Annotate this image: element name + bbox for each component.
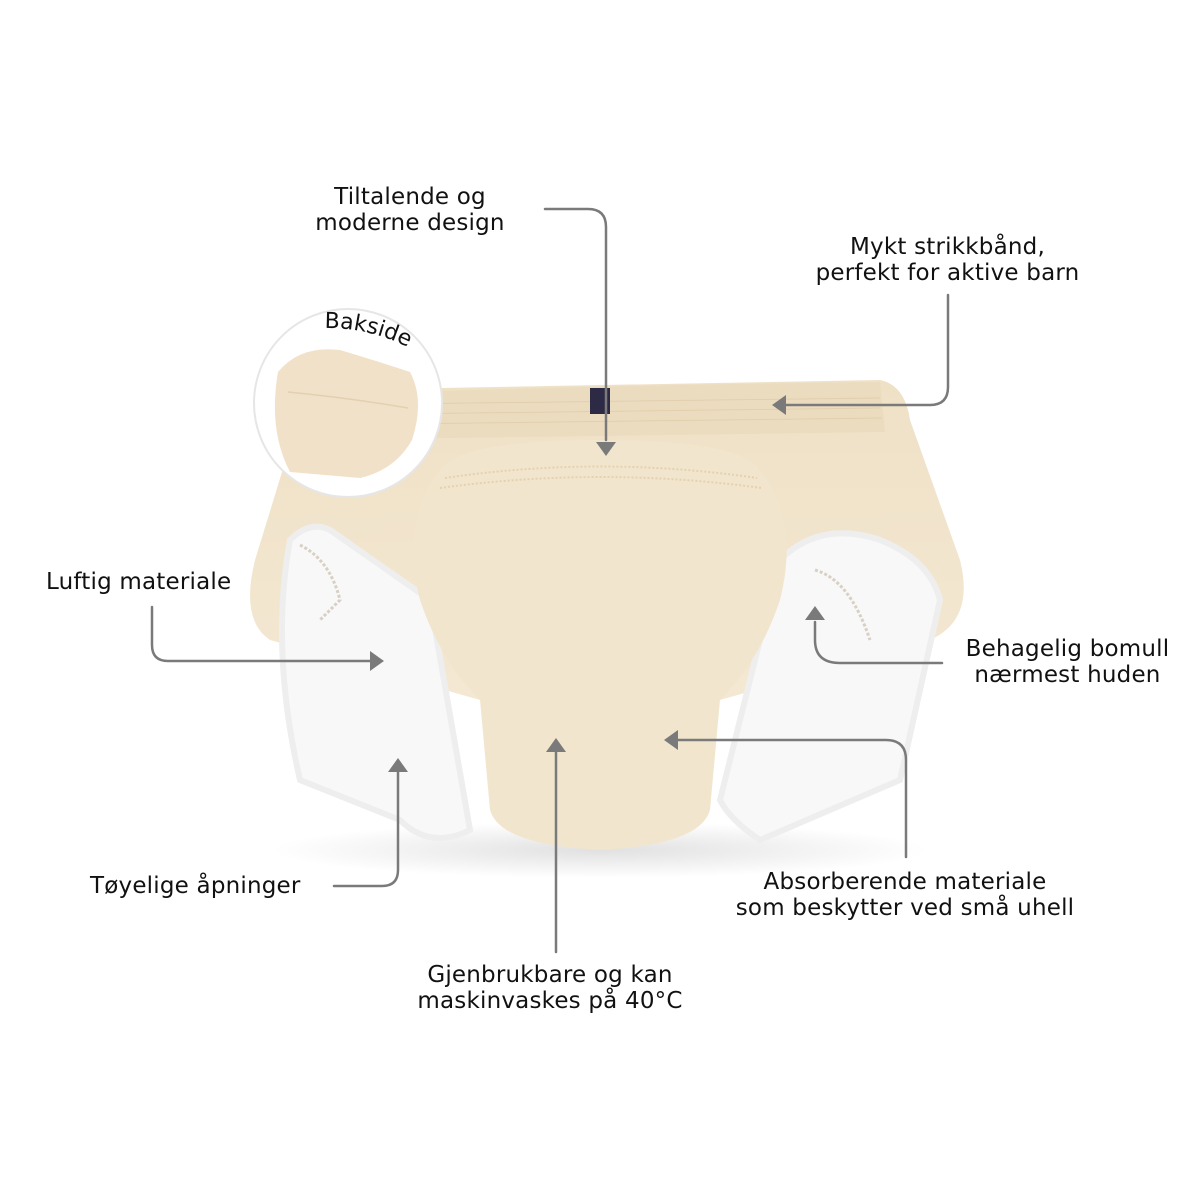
arrowheads bbox=[370, 395, 825, 772]
callout-line: Gjenbrukbare og kan bbox=[427, 962, 673, 988]
callout-absorbent: Absorberende materiale som beskytter ved… bbox=[705, 869, 1105, 921]
callout-stretch: Tøyelige åpninger bbox=[90, 873, 301, 899]
stretch-leader-line bbox=[332, 770, 400, 888]
airy-leader-line bbox=[150, 605, 372, 663]
arrow-up-icon bbox=[388, 758, 408, 772]
bakside-inset: Bakside bbox=[253, 308, 443, 498]
cotton-leader-line bbox=[813, 620, 944, 665]
arrow-right-icon bbox=[370, 651, 384, 671]
callout-line: Luftig materiale bbox=[46, 569, 232, 595]
callout-line: Behagelig bomull bbox=[965, 636, 1170, 662]
absorbent-panel bbox=[413, 440, 787, 850]
callout-line: moderne design bbox=[315, 210, 505, 236]
callout-line: nærmest huden bbox=[974, 662, 1161, 688]
leader-lines bbox=[150, 207, 950, 954]
design-leader-line bbox=[543, 207, 608, 442]
callout-line: perfekt for aktive barn bbox=[815, 260, 1080, 286]
arrow-down-icon bbox=[596, 442, 616, 456]
callout-line: som beskytter ved små uhell bbox=[735, 895, 1075, 921]
callout-reusable: Gjenbrukbare og kan maskinvaskes på 40°C bbox=[395, 962, 705, 1014]
callout-line: Tøyelige åpninger bbox=[90, 873, 301, 899]
absorbent-leader-line bbox=[676, 738, 908, 859]
callout-line: Absorberende materiale bbox=[763, 869, 1047, 895]
callout-cotton: Behagelig bomull nærmest huden bbox=[945, 636, 1190, 688]
callout-airy: Luftig materiale bbox=[46, 569, 231, 595]
arrow-up-icon bbox=[546, 738, 566, 752]
callout-line: Tiltalende og bbox=[334, 184, 486, 210]
waistband-leader-line bbox=[773, 293, 950, 407]
arrow-up-icon bbox=[805, 606, 825, 620]
callout-design: Tiltalende og moderne design bbox=[290, 184, 530, 236]
arrow-left-icon bbox=[772, 395, 786, 415]
arrow-left-icon bbox=[664, 730, 678, 750]
callout-line: maskinvaskes på 40°C bbox=[417, 988, 683, 1014]
callout-waistband: Mykt strikkbånd, perfekt for aktive barn bbox=[780, 234, 1115, 286]
callout-line: Mykt strikkbånd, bbox=[850, 234, 1045, 260]
